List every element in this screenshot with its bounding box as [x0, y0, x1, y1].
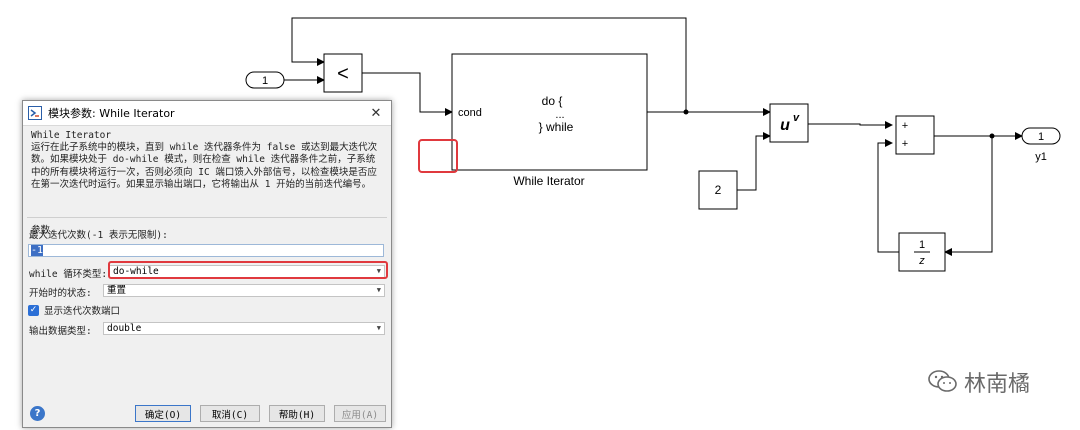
unit-delay-block[interactable]: 1 z — [898, 232, 946, 272]
start-state-value: 重置 — [107, 285, 127, 296]
signal-lines — [284, 17, 1023, 256]
max-iterations-input[interactable]: -1 — [28, 244, 384, 257]
block-type: While Iterator — [31, 130, 112, 141]
sum-sign-1: + — [902, 120, 908, 132]
chevron-down-icon: ▼ — [376, 324, 381, 332]
description-panel: While Iterator 运行在此子系统中的模块，直到 while 迭代器条… — [27, 128, 387, 215]
divider — [27, 217, 387, 218]
loop-type-label: while 循环类型: — [29, 269, 108, 280]
line-delay-to-sum[interactable] — [877, 139, 899, 253]
loop-type-highlight — [108, 261, 388, 279]
line-constant-to-math[interactable] — [737, 132, 771, 191]
show-port-checkbox[interactable]: ✓ — [28, 304, 39, 316]
close-icon[interactable]: ✕ — [370, 105, 382, 121]
start-state-label: 开始时的状态: — [29, 288, 92, 299]
show-port-label: 显示迭代次数端口 — [44, 306, 121, 317]
block-description: 运行在此子系统中的模块，直到 while 迭代器条件为 false 或达到最大迭… — [31, 142, 378, 190]
outport-name: y1 — [1035, 151, 1047, 163]
help-button[interactable]: 帮助(H) — [269, 405, 325, 422]
chevron-down-icon: ▼ — [376, 286, 381, 294]
math-function-block[interactable]: u v — [769, 103, 809, 143]
line-relop-to-cond[interactable] — [362, 72, 453, 116]
watermark-text: 林南橘 — [964, 372, 1031, 397]
subsystem-name: While Iterator — [513, 174, 584, 188]
loop-type-value: do-while — [113, 266, 159, 277]
math-exponent: v — [793, 112, 800, 124]
output-dtype-value: double — [107, 323, 142, 334]
line-feedback-top[interactable] — [291, 17, 687, 112]
help-icon[interactable]: ? — [30, 406, 45, 421]
output-dtype-select[interactable]: double ▼ — [103, 322, 385, 335]
constant-block[interactable]: 2 — [698, 170, 738, 210]
math-base: u — [780, 117, 790, 134]
max-iterations-value: -1 — [31, 245, 44, 256]
output-dtype-label: 输出数据类型: — [29, 326, 92, 337]
outport-number: 1 — [1038, 131, 1044, 143]
relational-operator-symbol: < — [337, 63, 349, 85]
block-icon — [28, 106, 42, 120]
params-section-label: 参数 — [31, 225, 51, 236]
cancel-button[interactable]: 取消(C) — [200, 405, 260, 422]
delay-numerator: 1 — [919, 239, 925, 251]
inport-block[interactable]: 1 — [245, 71, 285, 89]
dialog-footer: ? 确定(O) 取消(C) 帮助(H) 应用(A) — [23, 401, 391, 427]
wechat-icon — [928, 370, 957, 392]
chevron-down-icon: ▼ — [376, 267, 381, 275]
sum-sign-2: + — [902, 138, 908, 150]
code-line-2: ... — [555, 109, 564, 121]
start-state-select[interactable]: 重置 ▼ — [103, 284, 385, 297]
max-iterations-label: 最大迭代次数(-1 表示无限制): — [29, 230, 168, 241]
watermark: 林南橘 — [928, 366, 1030, 398]
line-branch-to-delay[interactable] — [944, 136, 993, 256]
ok-button[interactable]: 确定(O) — [135, 405, 191, 422]
sum-block[interactable]: + + — [895, 115, 935, 155]
branch-point — [683, 109, 689, 115]
inport-number: 1 — [262, 75, 268, 87]
relational-operator-block[interactable]: < — [323, 53, 363, 93]
apply-button[interactable]: 应用(A) — [334, 405, 386, 422]
show-port-row[interactable]: ✓ 显示迭代次数端口 — [28, 303, 120, 317]
code-line-1: do { — [542, 94, 563, 108]
delay-denominator: z — [918, 255, 925, 267]
cond-port-label: cond — [458, 107, 482, 119]
outport-block[interactable]: 1 y1 — [1021, 127, 1061, 163]
dialog-title: 模块参数: While Iterator — [48, 107, 175, 120]
ic-port-highlight — [418, 139, 458, 173]
block-parameters-dialog: 模块参数: While Iterator ✕ While Iterator 运行… — [22, 100, 392, 428]
code-line-3: } while — [539, 120, 574, 134]
branch-point — [989, 133, 995, 139]
dialog-titlebar[interactable]: 模块参数: While Iterator ✕ — [23, 101, 391, 126]
while-iterator-subsystem[interactable]: cond do { ... } while While Iterator — [451, 53, 648, 188]
line-math-to-sum[interactable] — [808, 121, 893, 129]
constant-value: 2 — [715, 183, 722, 197]
